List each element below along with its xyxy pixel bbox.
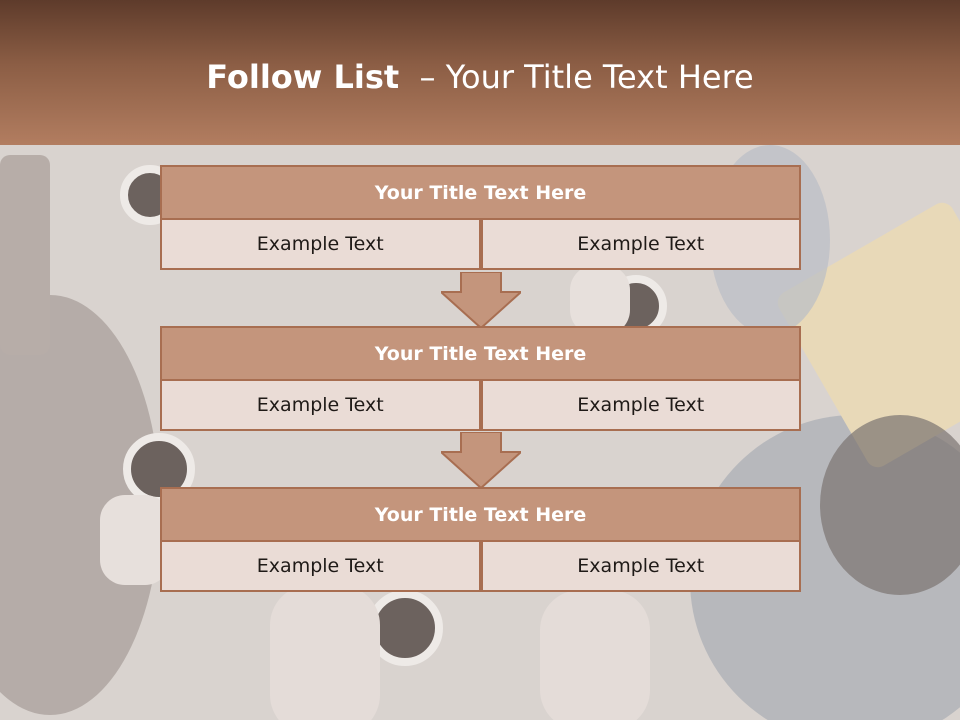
slide-header: Follow List – Your Title Text Here xyxy=(0,0,960,145)
step-cell-left: Example Text xyxy=(160,542,481,592)
step-cell-right: Example Text xyxy=(480,542,801,592)
down-arrow-icon xyxy=(441,272,521,328)
step-title: Your Title Text Here xyxy=(160,165,801,220)
step-row: Example Text Example Text xyxy=(160,220,801,270)
title-bold: Follow List xyxy=(206,58,400,96)
step-row: Example Text Example Text xyxy=(160,542,801,592)
down-arrow-icon xyxy=(441,432,521,488)
slide-title: Follow List – Your Title Text Here xyxy=(0,58,960,96)
step-cell-left: Example Text xyxy=(160,381,481,431)
step-block-3: Your Title Text Here Example Text Exampl… xyxy=(160,487,801,592)
step-cell-right: Example Text xyxy=(480,220,801,270)
step-block-1: Your Title Text Here Example Text Exampl… xyxy=(160,165,801,270)
step-row: Example Text Example Text xyxy=(160,381,801,431)
title-rest: – Your Title Text Here xyxy=(399,58,754,96)
step-title: Your Title Text Here xyxy=(160,487,801,542)
step-cell-left: Example Text xyxy=(160,220,481,270)
step-cell-right: Example Text xyxy=(480,381,801,431)
step-title: Your Title Text Here xyxy=(160,326,801,381)
step-block-2: Your Title Text Here Example Text Exampl… xyxy=(160,326,801,431)
